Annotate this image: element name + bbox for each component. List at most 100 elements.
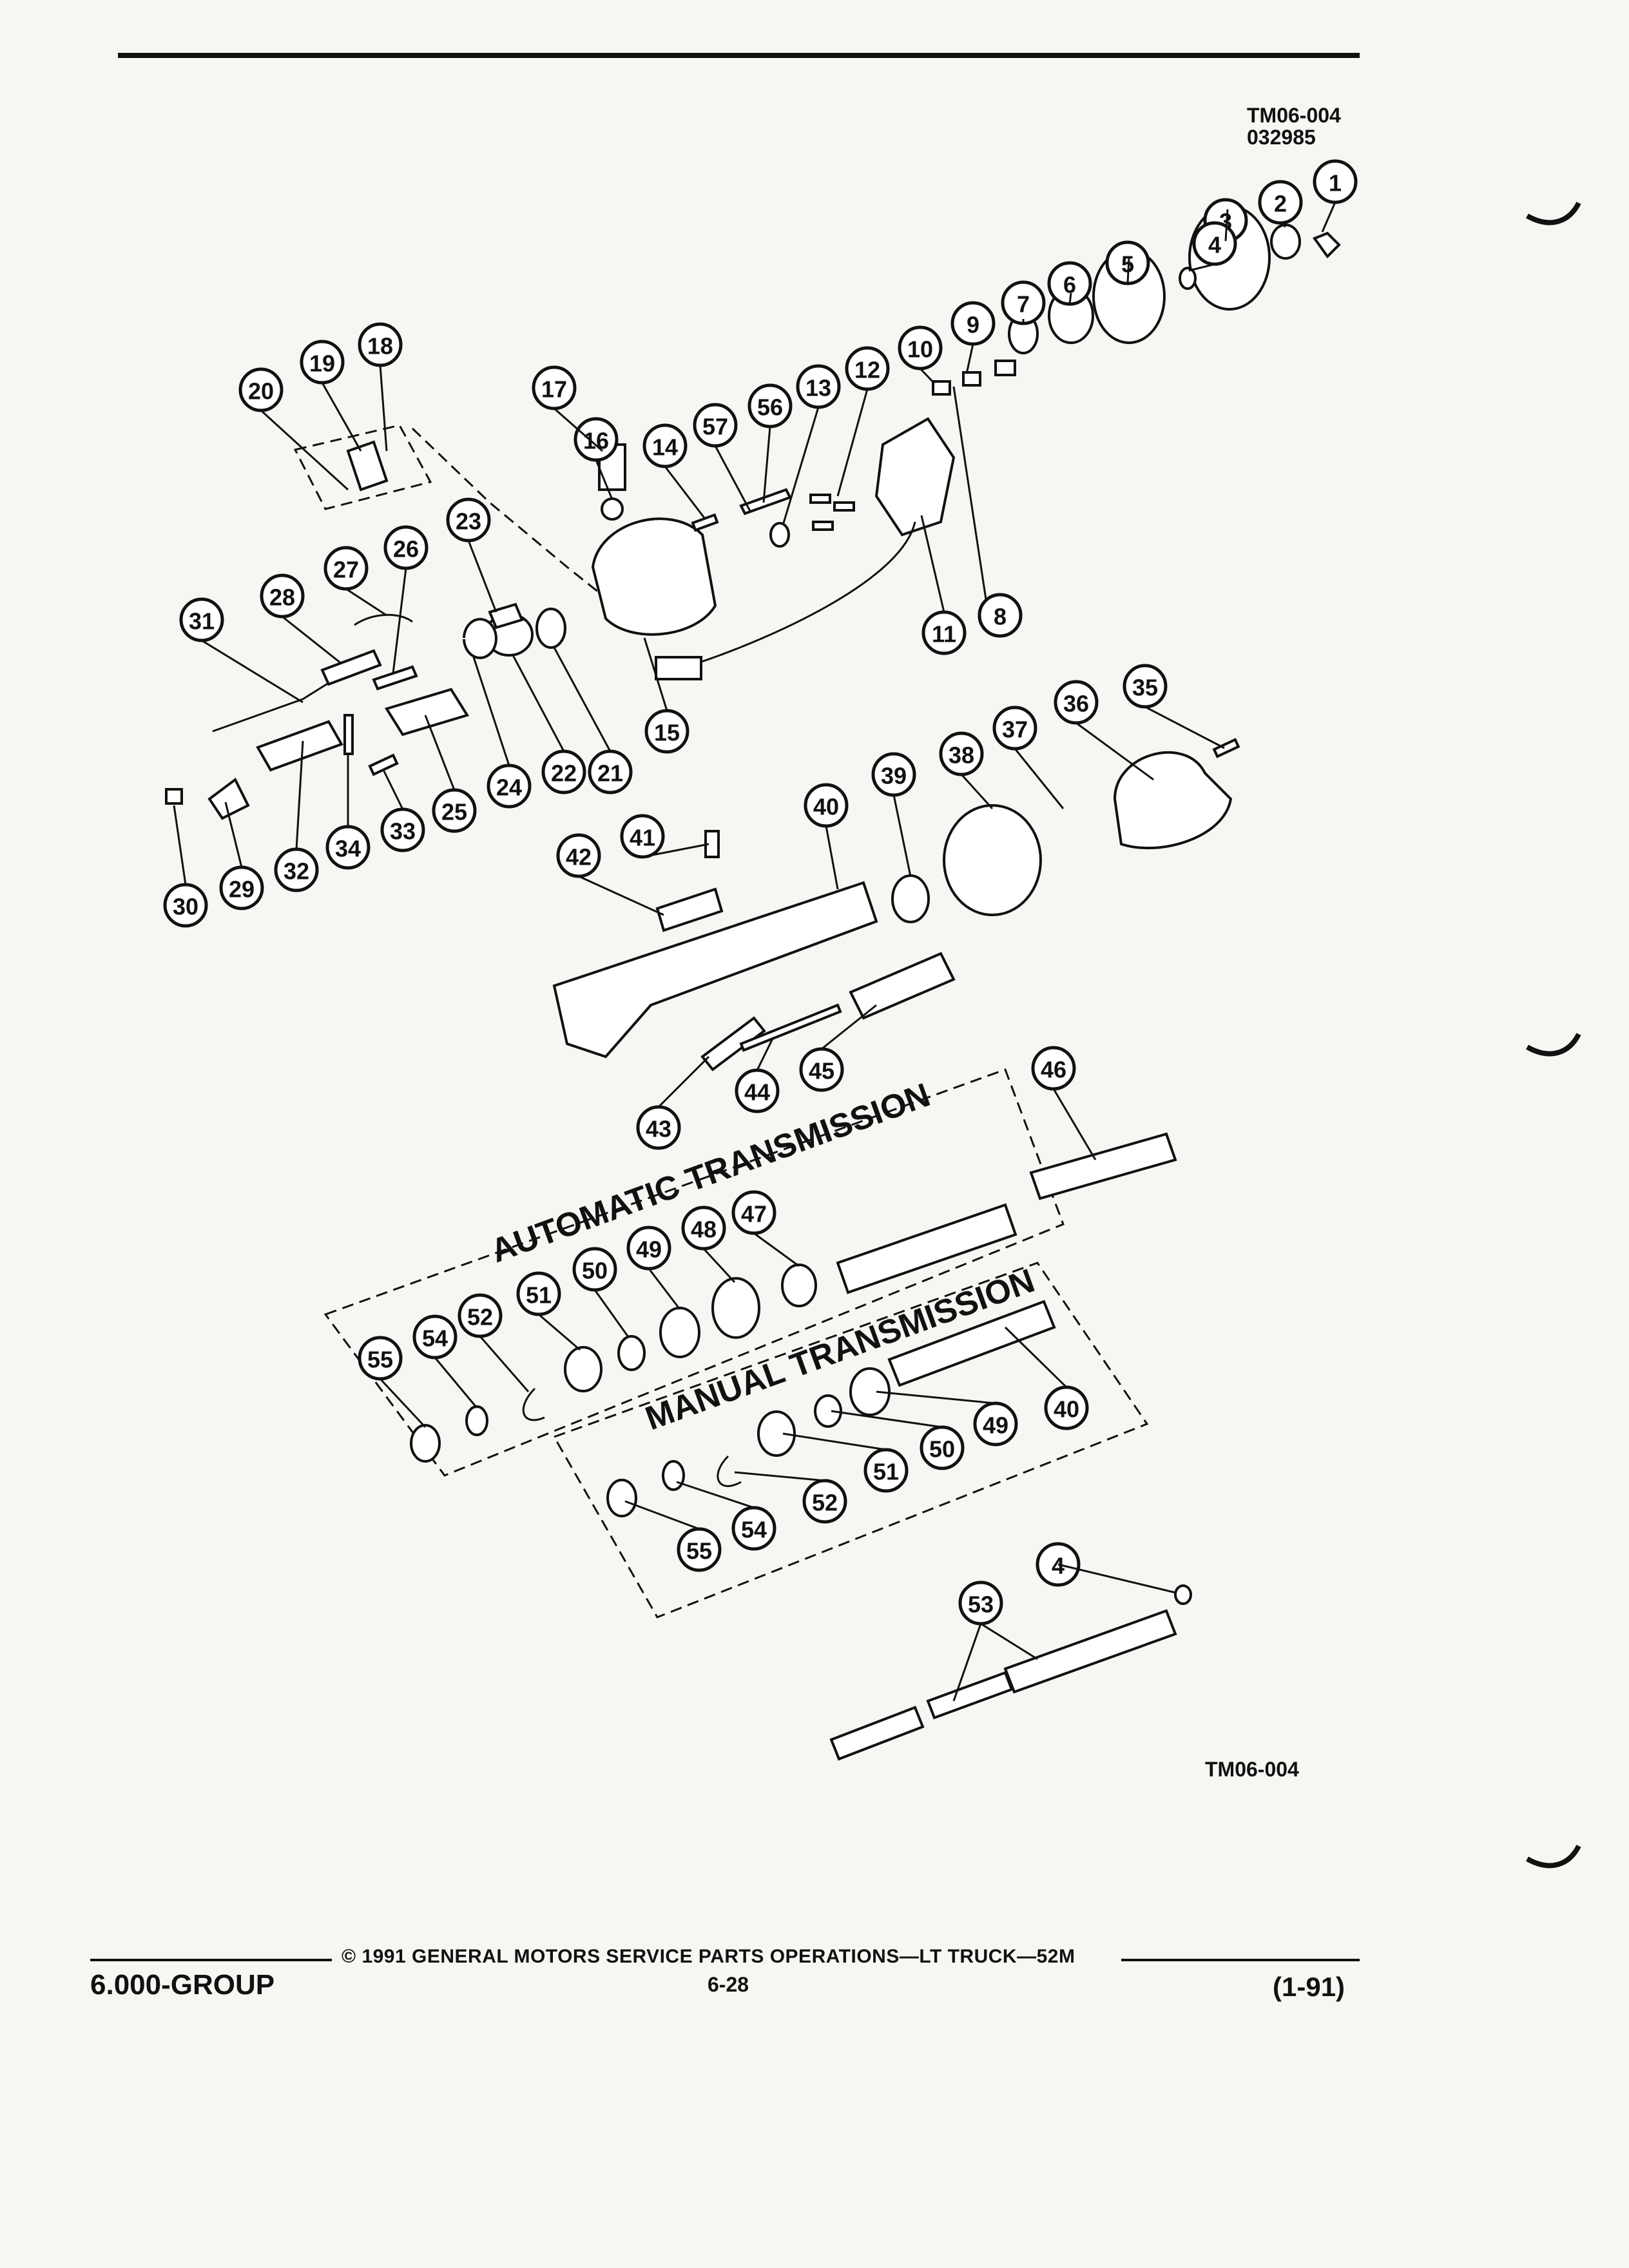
callout-51: 51	[516, 1271, 561, 1316]
callout-number: 52	[467, 1304, 493, 1331]
part-ring-55	[410, 1424, 441, 1463]
callout-number: 15	[654, 720, 680, 746]
callout-number: 32	[284, 858, 309, 885]
leader-line	[836, 389, 869, 497]
callout-number: 4	[1052, 1553, 1065, 1579]
switch-group-box	[293, 424, 432, 510]
callout-number: 50	[582, 1258, 608, 1284]
part-screw-8b	[962, 371, 981, 387]
leader-line	[224, 802, 243, 868]
leader-line	[952, 386, 987, 600]
callout-number: 51	[873, 1459, 899, 1485]
callout-29: 29	[219, 865, 264, 910]
callout-number: 53	[968, 1591, 994, 1618]
part-shaft-53c	[1003, 1609, 1177, 1694]
part-shaft-53b	[926, 1671, 1014, 1720]
header-rule	[118, 53, 1360, 58]
part-spring-34	[343, 714, 354, 755]
leader-line	[657, 1055, 710, 1108]
leader-line	[919, 367, 936, 385]
part-washer-13	[769, 522, 790, 548]
callout-49: 49	[626, 1225, 671, 1271]
callout-17: 17	[532, 365, 577, 410]
callout-number: 13	[805, 375, 831, 401]
callout-28: 28	[260, 573, 305, 619]
footer-date: (1-91)	[1273, 1972, 1345, 2002]
callout-51-repeat: 51	[863, 1448, 909, 1493]
callout-number: 19	[309, 351, 335, 377]
leader-line	[642, 843, 709, 858]
callout-number: 49	[983, 1412, 1008, 1439]
margin-tick-2	[1526, 1033, 1581, 1057]
callout-16: 16	[574, 417, 619, 462]
part-screw-35	[1212, 738, 1240, 758]
callout-40: 40	[804, 783, 849, 828]
callout-number: 11	[932, 621, 956, 648]
part-bearing-49b	[849, 1367, 891, 1416]
part-ring-47	[781, 1264, 817, 1307]
leader-line	[424, 715, 456, 791]
callout-49-repeat: 49	[973, 1401, 1018, 1446]
leader-line	[260, 409, 349, 491]
part-jacket-40	[552, 881, 878, 1059]
part-pin-14	[691, 513, 719, 532]
figure-code-line1: TM06-004	[1247, 104, 1341, 127]
part-washer-54b	[662, 1460, 685, 1491]
callout-number: 27	[333, 557, 359, 583]
leader-line	[782, 1432, 887, 1451]
figure-code-bottom: TM06-004	[1205, 1758, 1299, 1781]
callout-number: 57	[702, 414, 728, 440]
callout-number: 1	[1329, 170, 1342, 197]
part-ring-39	[891, 874, 930, 923]
callout-21: 21	[588, 749, 633, 794]
leader-line	[876, 1390, 996, 1405]
part-tube-auto	[836, 1203, 1017, 1294]
callout-number: 16	[583, 428, 609, 454]
callout-number: 14	[652, 434, 678, 461]
part-shield-45	[849, 952, 956, 1020]
callout-number: 30	[173, 894, 198, 920]
callout-36: 36	[1054, 680, 1099, 725]
callout-41: 41	[620, 814, 665, 859]
leader-line	[1004, 1326, 1068, 1389]
part-bracket-32	[256, 720, 343, 772]
callout-54-repeat: 54	[731, 1506, 776, 1551]
callout-number: 12	[854, 357, 880, 383]
leader-line	[702, 1247, 736, 1283]
callout-8-repeat: 8	[978, 593, 1023, 638]
callout-12: 12	[845, 346, 890, 391]
part-screw-12a	[809, 494, 831, 504]
callout-52-repeat: 52	[802, 1479, 847, 1524]
leader-line	[1224, 209, 1229, 242]
callout-number: 35	[1132, 675, 1158, 701]
figure-code-top: TM06-004 032985	[1247, 104, 1341, 148]
footer-rule-right	[1121, 1959, 1360, 1961]
footer-group: 6.000-GROUP	[90, 1969, 275, 2001]
callout-number: 25	[441, 799, 467, 825]
callout-45: 45	[799, 1047, 844, 1092]
part-pin-33	[368, 753, 399, 776]
footer-rule-left	[90, 1959, 332, 1961]
leader-line	[960, 773, 994, 810]
callout-number: 54	[741, 1517, 767, 1543]
callout-43: 43	[636, 1105, 681, 1150]
callout-number: 22	[551, 760, 577, 787]
callout-42: 42	[556, 833, 601, 878]
callout-number: 40	[1054, 1396, 1079, 1423]
leader-line	[952, 1623, 982, 1702]
callout-7: 7	[1001, 280, 1046, 325]
leader-line	[756, 1037, 775, 1071]
callout-number: 2	[1274, 191, 1287, 217]
callout-46: 46	[1031, 1046, 1076, 1091]
callout-4: 4	[1192, 221, 1237, 266]
leader-line	[821, 1004, 877, 1050]
callout-30: 30	[163, 883, 208, 928]
callout-number: 49	[636, 1236, 662, 1263]
leader-line	[173, 805, 187, 885]
callout-number: 8	[994, 604, 1007, 630]
callout-number: 7	[1017, 291, 1030, 318]
leader-line	[753, 1232, 800, 1267]
callout-1: 1	[1313, 159, 1358, 204]
callout-53: 53	[958, 1581, 1003, 1626]
